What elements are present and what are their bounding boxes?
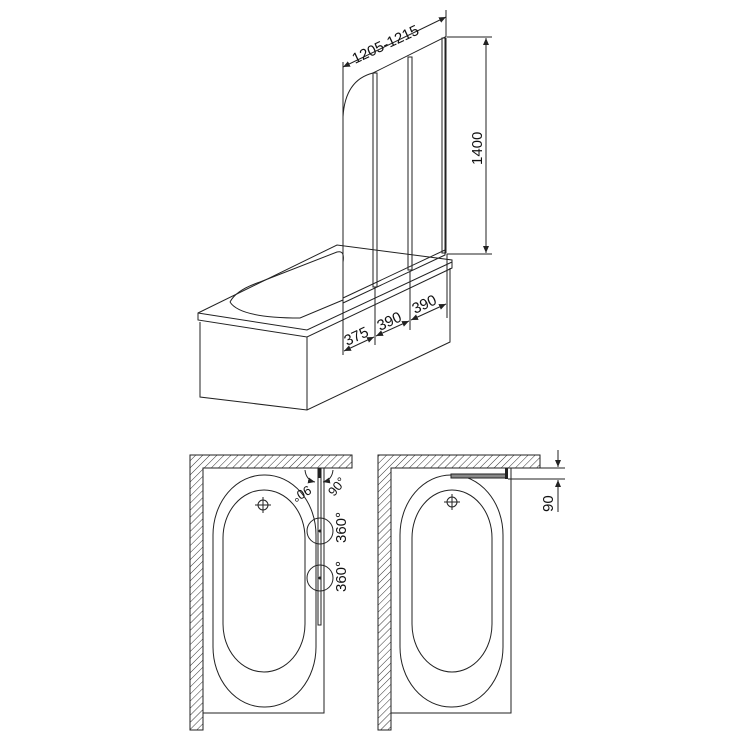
width-dimension: 1205-1215 [342, 10, 447, 117]
plan-view-folding: 90° 90° 360° 360° [189, 454, 353, 731]
height-dimension-label: 1400 [469, 132, 486, 165]
panel-width-label: 375 [342, 324, 372, 350]
perspective-view: 1205-1215 1400 375 390 390 [197, 10, 492, 411]
screen-bar [450, 473, 508, 479]
drain-icon [255, 497, 271, 513]
rotation-label: 360° [333, 512, 350, 543]
panel-profile [407, 56, 413, 271]
plan-view-closed: 90 [377, 450, 565, 731]
panel-width-label: 390 [375, 309, 405, 335]
panel-profile [372, 72, 378, 288]
bathtub-3d [197, 244, 453, 411]
rotation-circle [306, 564, 334, 592]
folded-screen [317, 467, 322, 626]
height-dimension: 1400 [447, 36, 492, 255]
wall-hatch [189, 454, 353, 731]
panel-width-label: 390 [410, 292, 440, 318]
offset-dimension-label: 90 [540, 495, 557, 512]
panel-dimensions: 375 390 390 [342, 254, 448, 355]
bath-screen-3d [342, 36, 447, 304]
angle-label: 90° [325, 474, 349, 499]
rotation-circle [306, 517, 334, 545]
width-dimension-label: 1205-1215 [350, 22, 422, 68]
drain-icon [444, 494, 460, 510]
angle-label: 90° [289, 482, 314, 505]
wall-hatch [377, 454, 541, 731]
rotation-label: 360° [333, 561, 350, 592]
